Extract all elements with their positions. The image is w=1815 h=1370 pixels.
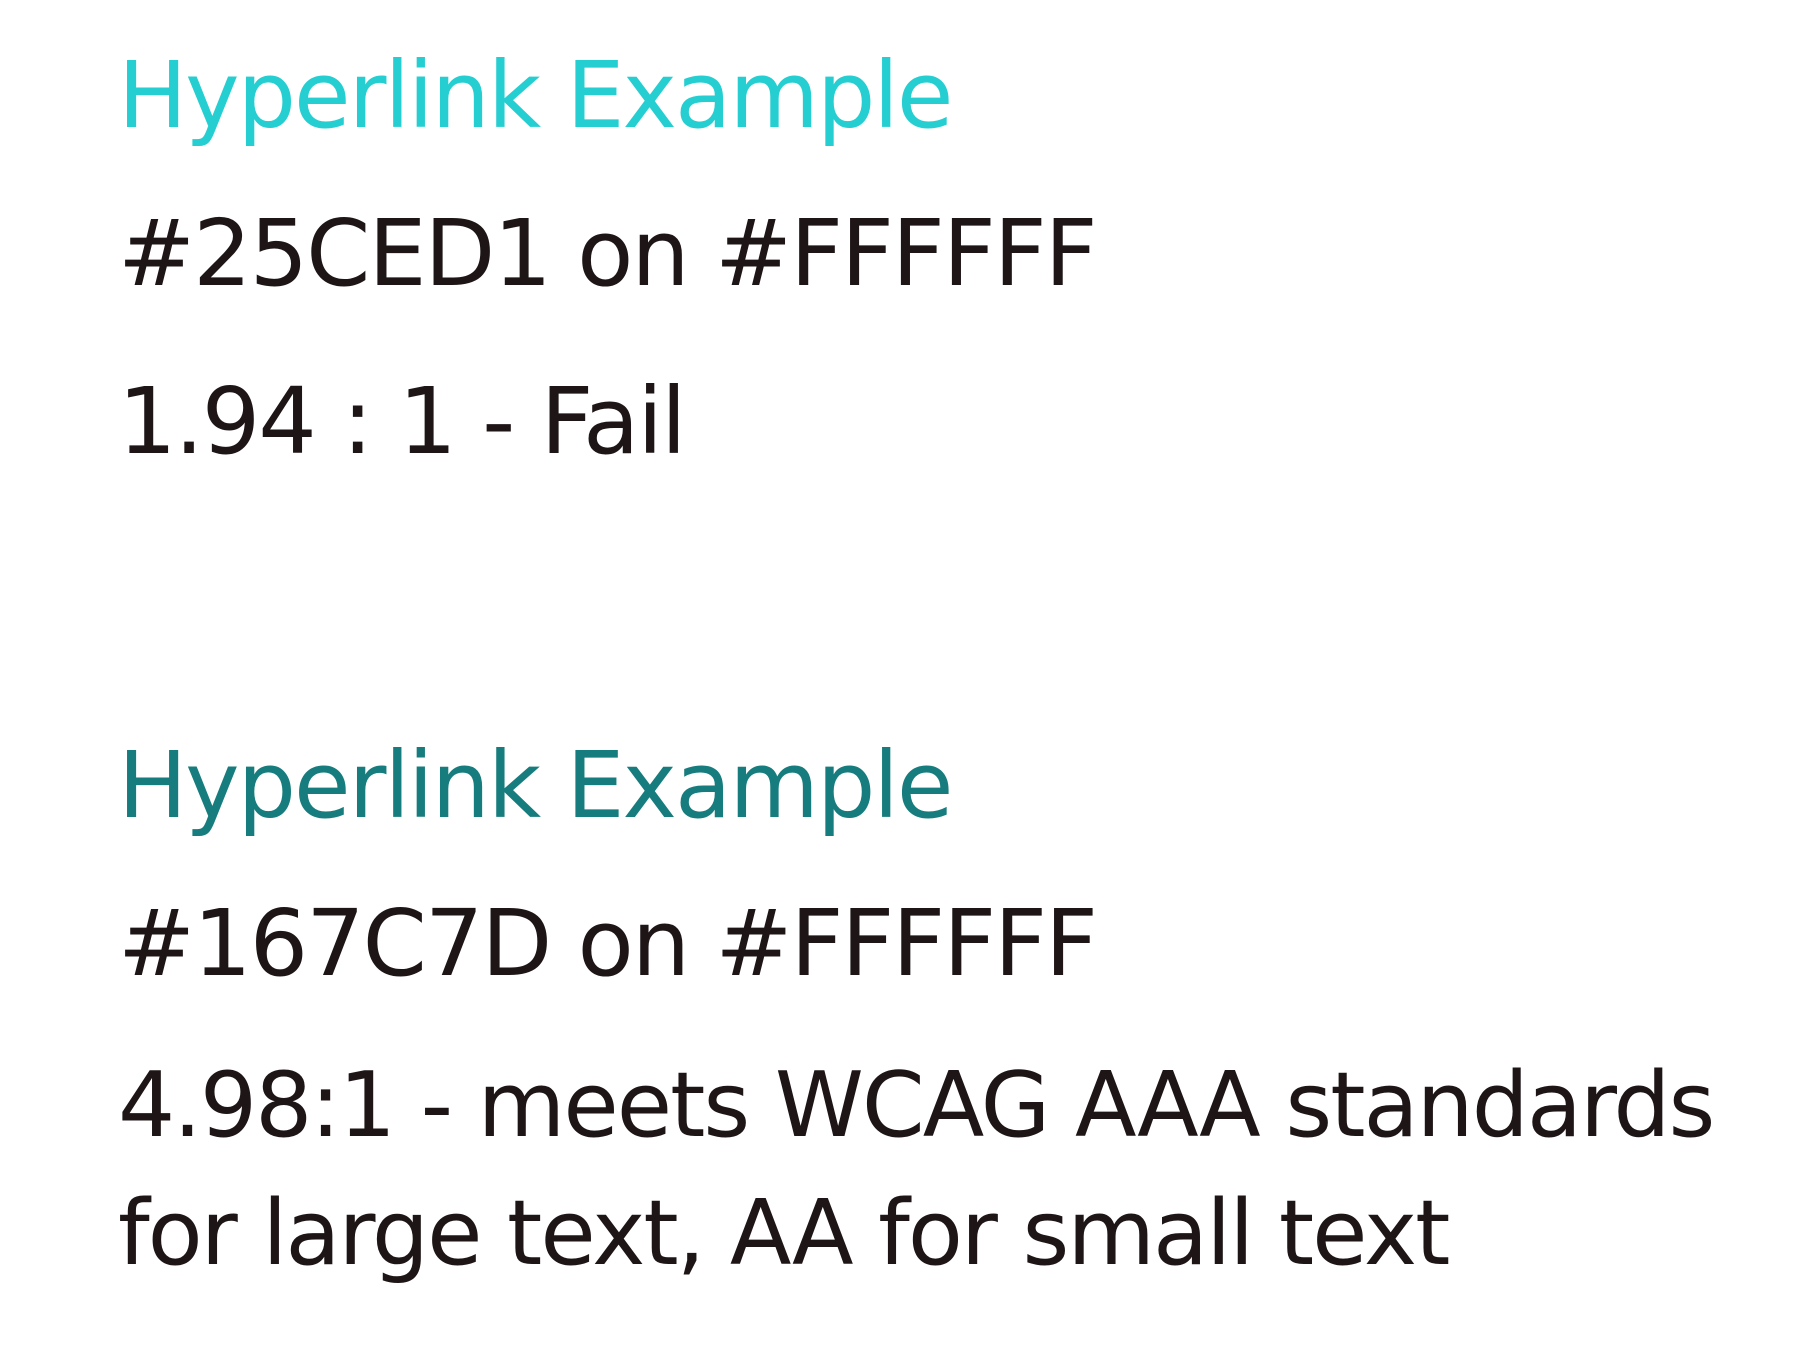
color-pair-2: #167C7D on #FFFFFF	[118, 890, 1098, 997]
hyperlink-example-2[interactable]: Hyperlink Example	[118, 732, 954, 839]
hyperlink-example-1[interactable]: Hyperlink Example	[118, 42, 954, 149]
color-pair-1: #25CED1 on #FFFFFF	[118, 200, 1098, 307]
example-block-2: Hyperlink Example #167C7D on #FFFFFF 4.9…	[118, 720, 1738, 1298]
contrast-result-1: 1.94 : 1 - Fail	[118, 368, 687, 475]
example-block-1: Hyperlink Example #25CED1 on #FFFFFF 1.9…	[118, 30, 1098, 496]
contrast-result-2: 4.98:1 - meets WCAG AAA standards for la…	[118, 1053, 1715, 1286]
